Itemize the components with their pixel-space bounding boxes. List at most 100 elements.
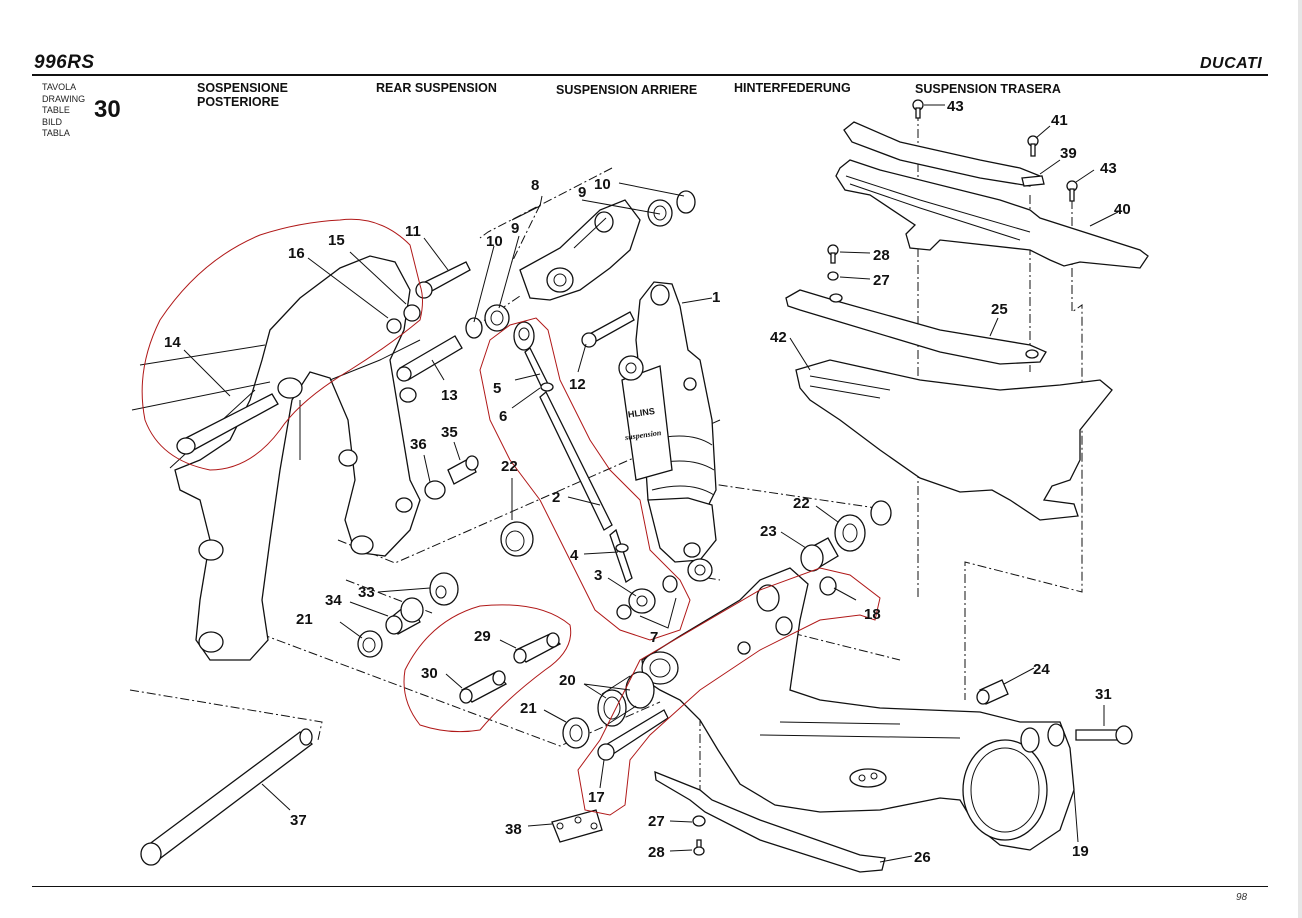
callout-27-top: 27 (873, 272, 890, 289)
callout-3: 3 (594, 567, 602, 584)
chain-guard-40 (835, 159, 1149, 269)
bushing-21-right (562, 717, 590, 749)
callout-21-left: 21 (296, 611, 313, 628)
seal-10-left (465, 317, 483, 339)
model-name: 996RS (34, 52, 95, 73)
callout-37: 37 (290, 812, 307, 829)
callout-39: 39 (1060, 145, 1077, 162)
callout-35: 35 (441, 424, 458, 441)
spacer-33 (429, 572, 459, 606)
callout-20: 20 (559, 672, 576, 689)
title-english: REAR SUSPENSION (376, 81, 497, 95)
callout-9-left: 9 (511, 220, 519, 237)
callout-29: 29 (474, 628, 491, 645)
table-label: BILD (42, 116, 63, 127)
callout-40: 40 (1114, 201, 1131, 218)
callout-9-right: 9 (578, 184, 586, 201)
table-label: TABLA (42, 128, 70, 138)
bearing-22-right (834, 514, 866, 552)
spacer-34 (385, 597, 424, 635)
callout-30: 30 (421, 665, 438, 682)
chain-slider-26 (654, 770, 886, 873)
red-annotation-marks (141, 218, 881, 816)
title-german: HINTERFEDERUNG (734, 81, 851, 95)
pin-13 (396, 335, 463, 403)
washer-16 (386, 318, 402, 334)
callout-43-left: 43 (947, 98, 964, 115)
callout-22-right: 22 (793, 495, 810, 512)
callout-26: 26 (914, 849, 931, 866)
callout-2: 2 (552, 489, 560, 506)
frame-part (131, 255, 421, 661)
washer-36 (424, 480, 446, 500)
callout-5: 5 (493, 380, 501, 397)
title-line: SUSPENSION TRASERA (915, 82, 1061, 96)
bolt-41 (1027, 135, 1039, 157)
callout-43-right: 43 (1100, 160, 1117, 177)
callout-18: 18 (864, 606, 881, 623)
bolt-14 (176, 393, 279, 455)
header-rule (32, 74, 1268, 76)
title-line: POSTERIORE (197, 95, 279, 109)
callout-21-right: 21 (520, 700, 537, 717)
title-spanish: SUSPENSION TRASERA (915, 82, 1061, 96)
callout-25: 25 (991, 301, 1008, 318)
stop-24 (976, 679, 1009, 705)
table-number: 30 (94, 96, 121, 123)
table-label: TABLE (42, 105, 70, 115)
bearing-9-right (647, 199, 673, 227)
bolt-31 (1075, 725, 1133, 745)
callout-33: 33 (358, 584, 375, 601)
tie-rod-2 (513, 321, 678, 620)
bushing-18 (819, 576, 837, 596)
shock-absorber-1: HLINS suspension (618, 281, 717, 582)
washer-15 (403, 304, 421, 322)
leader-lines (183, 104, 1119, 863)
callout-15: 15 (328, 232, 345, 249)
title-italian: SOSPENSIONE POSTERIORE (197, 81, 288, 109)
swingarm-19 (641, 567, 1075, 851)
title-line: REAR SUSPENSION (376, 81, 497, 95)
callout-17: 17 (588, 789, 605, 806)
bolt-43-left (912, 99, 924, 119)
seal-22-right (870, 500, 892, 526)
callout-42: 42 (770, 329, 787, 346)
callout-19: 19 (1072, 843, 1089, 860)
callout-28-bottom: 28 (648, 844, 665, 861)
callout-4: 4 (570, 547, 579, 564)
callout-10-left: 10 (486, 233, 503, 250)
footer-rule (32, 886, 1268, 887)
title-line: SUSPENSION ARRIERE (556, 83, 698, 97)
title-line: HINTERFEDERUNG (734, 81, 851, 95)
callout-8: 8 (531, 177, 539, 194)
callout-28-top: 28 (873, 247, 890, 264)
page-edge (1298, 0, 1302, 918)
clamp-29 (513, 632, 562, 664)
seal-10-right (676, 190, 696, 214)
callout-11: 11 (405, 223, 421, 240)
callout-23: 23 (760, 523, 777, 540)
callout-16: 16 (288, 245, 305, 262)
bolt-17 (597, 709, 669, 761)
table-label: TAVOLA (42, 82, 77, 92)
callout-10-right: 10 (594, 176, 611, 193)
table-label-list: TAVOLA DRAWING TABLE BILD TABLA (42, 82, 85, 140)
callout-36: 36 (410, 436, 427, 453)
callout-41: 41 (1051, 112, 1068, 129)
bolt-28-bottom (693, 839, 705, 856)
shock-brand-text: HLINS (627, 406, 655, 420)
bushing-21-left (357, 630, 383, 658)
table-label: DRAWING (42, 93, 86, 104)
bolt-28-top (827, 244, 839, 264)
needle-bearing-20 (597, 671, 655, 727)
callout-34: 34 (325, 592, 342, 609)
callout-27-bottom: 27 (648, 813, 665, 830)
bolt-43-right (1066, 180, 1078, 202)
nut-27-top (827, 271, 839, 281)
callout-13: 13 (441, 387, 458, 404)
bolt-12 (581, 311, 635, 348)
callout-14: 14 (164, 334, 181, 351)
clamp-30 (459, 670, 508, 704)
axle-37 (140, 728, 313, 866)
